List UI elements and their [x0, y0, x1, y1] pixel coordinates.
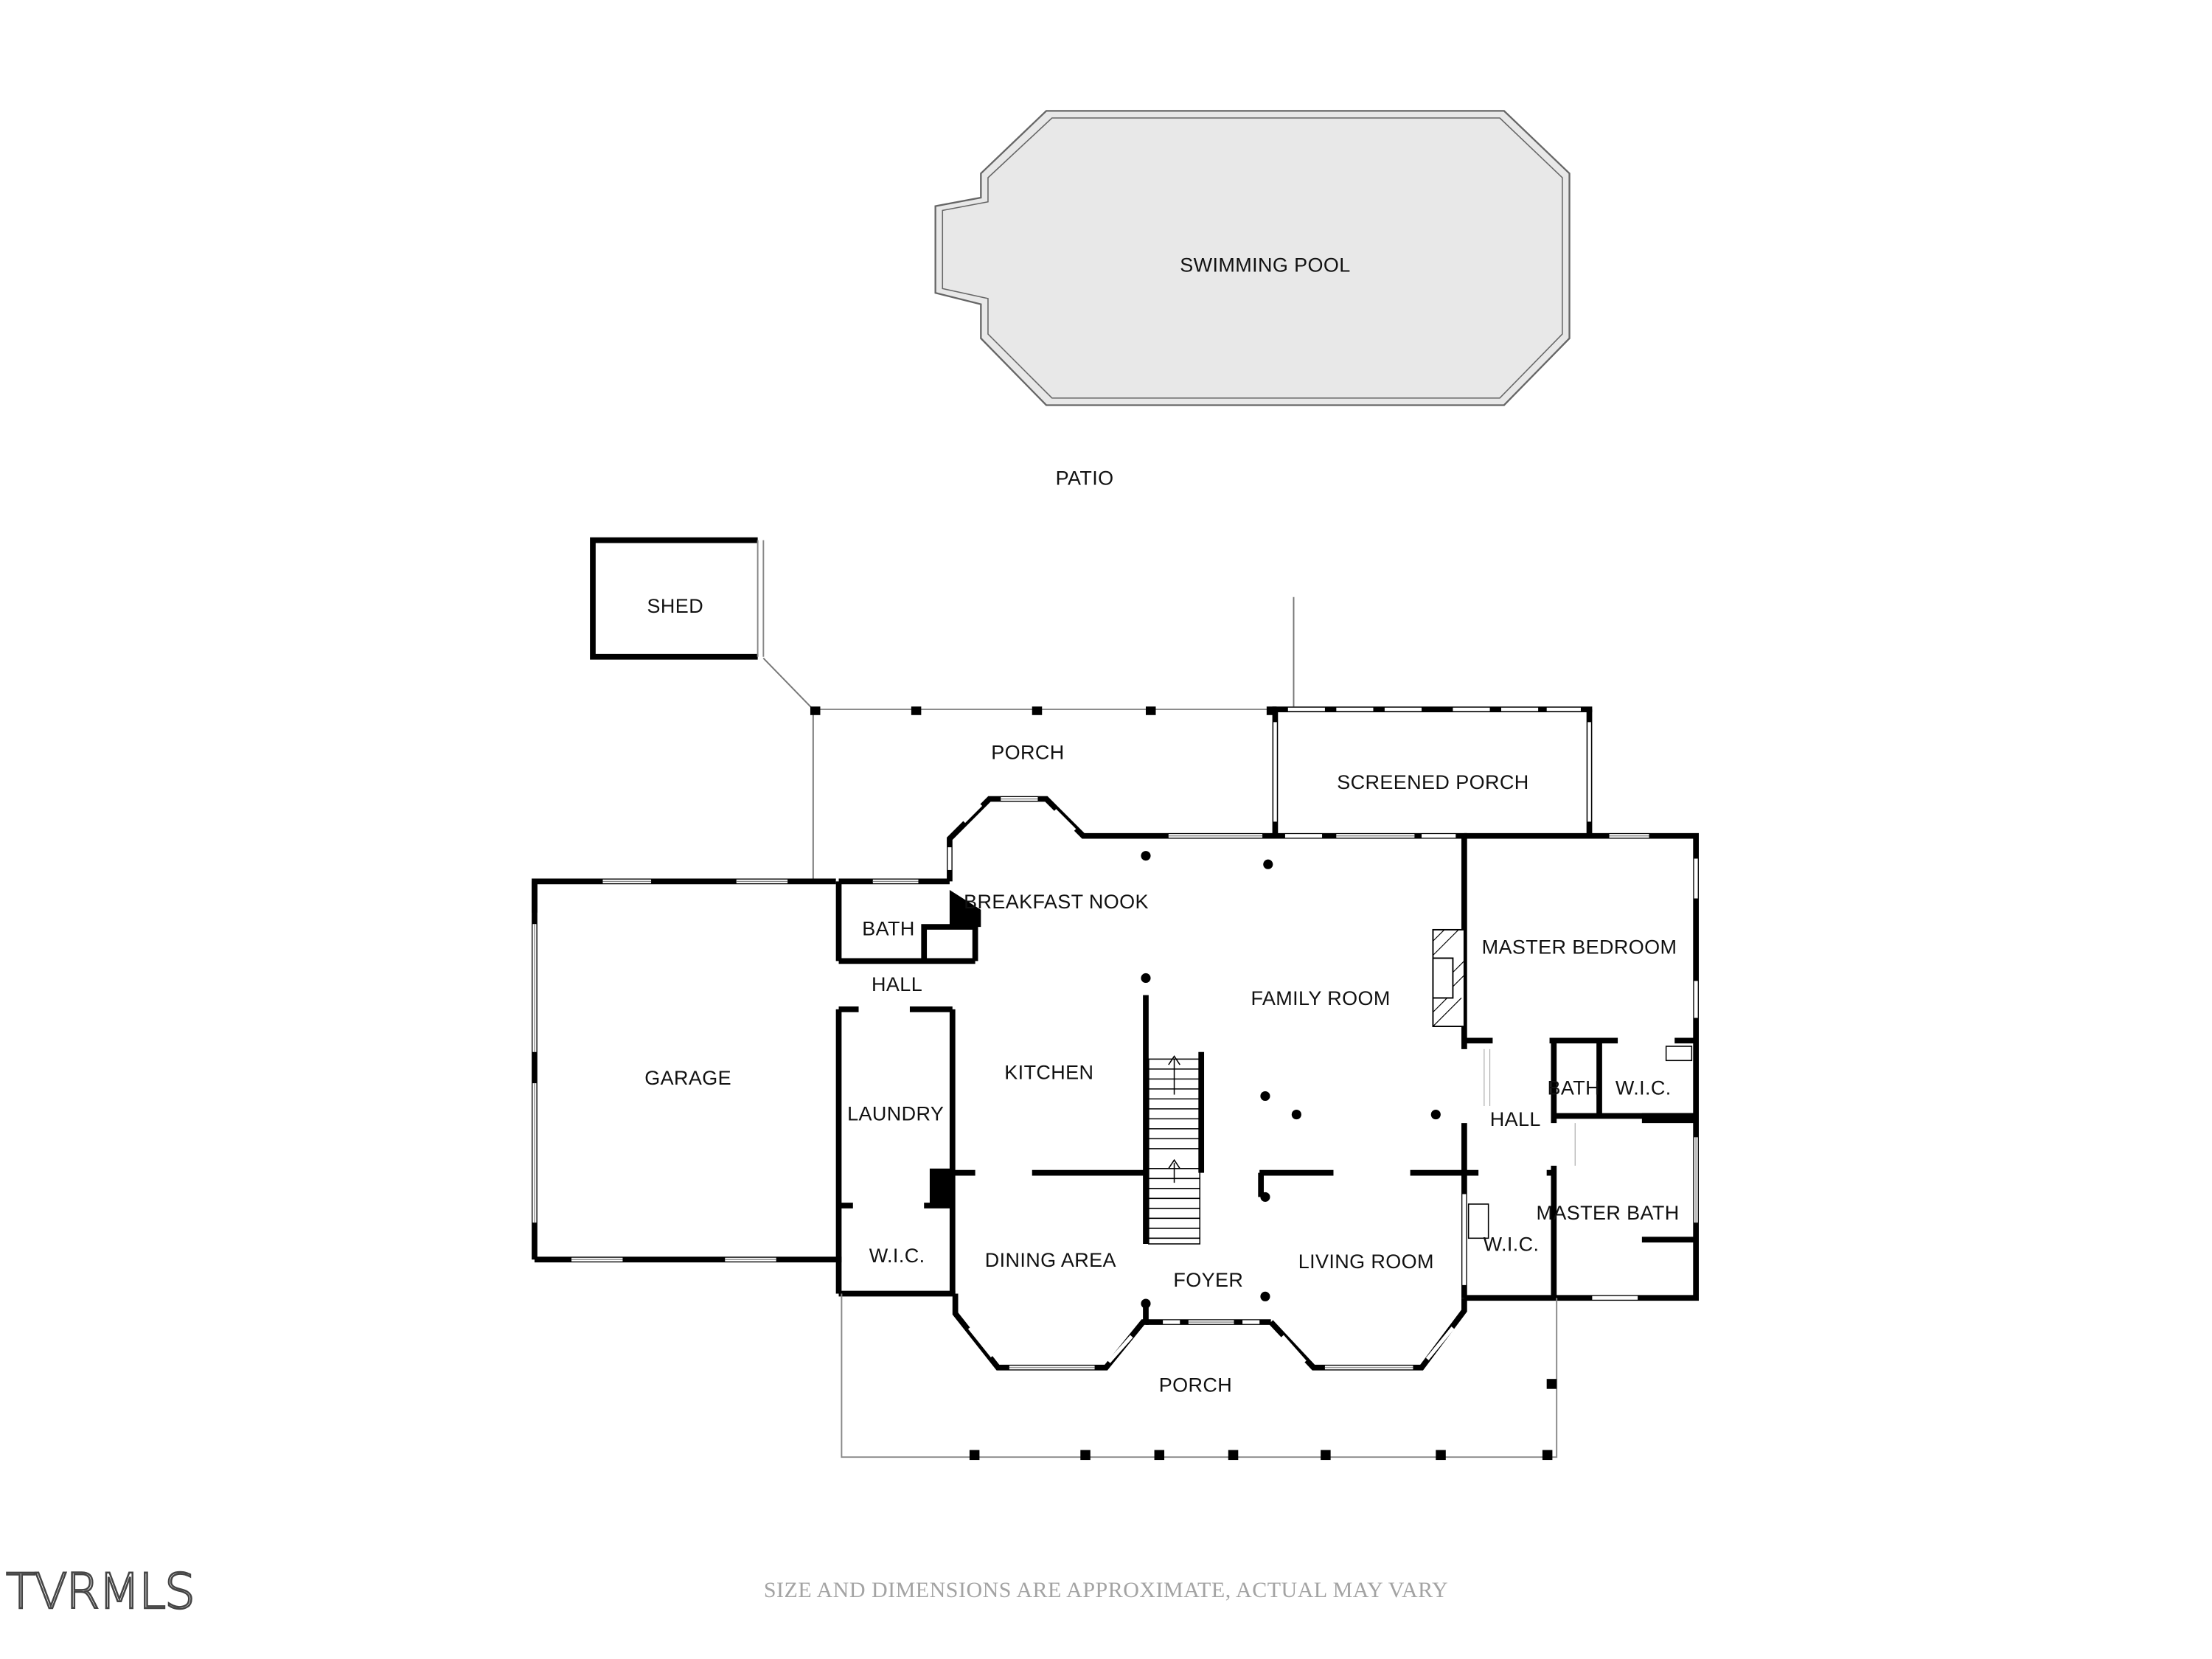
- label-swimming-pool: SWIMMING POOL: [1180, 254, 1350, 276]
- closet-fixtures: [1467, 1046, 1693, 1239]
- wall-blocks: [929, 889, 1697, 1206]
- door-lines: [1484, 1048, 1576, 1166]
- label-porch-rear: PORCH: [991, 742, 1064, 764]
- label-hall-right: HALL: [1490, 1108, 1541, 1130]
- label-kitchen: KITCHEN: [1004, 1061, 1093, 1083]
- screened-porch: [1272, 706, 1593, 836]
- label-bath-left: BATH: [862, 918, 915, 940]
- label-garage: GARAGE: [644, 1067, 731, 1089]
- label-hall-left: HALL: [872, 973, 922, 995]
- staircase: [1148, 1055, 1201, 1245]
- rear-porch: [810, 706, 1277, 715]
- shed: [590, 537, 765, 660]
- window-panes: [534, 798, 1697, 1368]
- columns: [1141, 851, 1441, 1309]
- label-porch-front: PORCH: [1159, 1374, 1232, 1397]
- front-porch: [841, 1293, 1558, 1461]
- label-dining-area: DINING AREA: [985, 1249, 1116, 1271]
- fireplace: [1432, 928, 1465, 1027]
- mls-logo: TVRMLS: [5, 1563, 196, 1620]
- label-patio: PATIO: [1056, 467, 1114, 489]
- swimming-pool: [934, 110, 1571, 406]
- label-master-bedroom: MASTER BEDROOM: [1482, 936, 1677, 959]
- label-wic-right-bottom: W.I.C.: [1484, 1234, 1540, 1256]
- door-openings: [835, 967, 1675, 1209]
- label-screened-porch: SCREENED PORCH: [1337, 771, 1528, 793]
- label-breakfast-nook: BREAKFAST NOOK: [964, 891, 1149, 913]
- label-bath-right: BATH: [1548, 1077, 1601, 1099]
- label-wic-right-top: W.I.C.: [1615, 1077, 1672, 1099]
- disclaimer-text: SIZE AND DIMENSIONS ARE APPROXIMATE, ACT…: [763, 1578, 1449, 1602]
- label-family-room: FAMILY ROOM: [1251, 987, 1391, 1009]
- label-master-bath: MASTER BATH: [1537, 1202, 1680, 1224]
- patio-outline: [762, 597, 1295, 879]
- label-living-room: LIVING ROOM: [1298, 1251, 1434, 1273]
- label-shed: SHED: [647, 595, 704, 617]
- label-wic-left: W.I.C.: [869, 1245, 925, 1267]
- label-laundry: LAUNDRY: [847, 1102, 944, 1124]
- label-foyer: FOYER: [1173, 1269, 1243, 1291]
